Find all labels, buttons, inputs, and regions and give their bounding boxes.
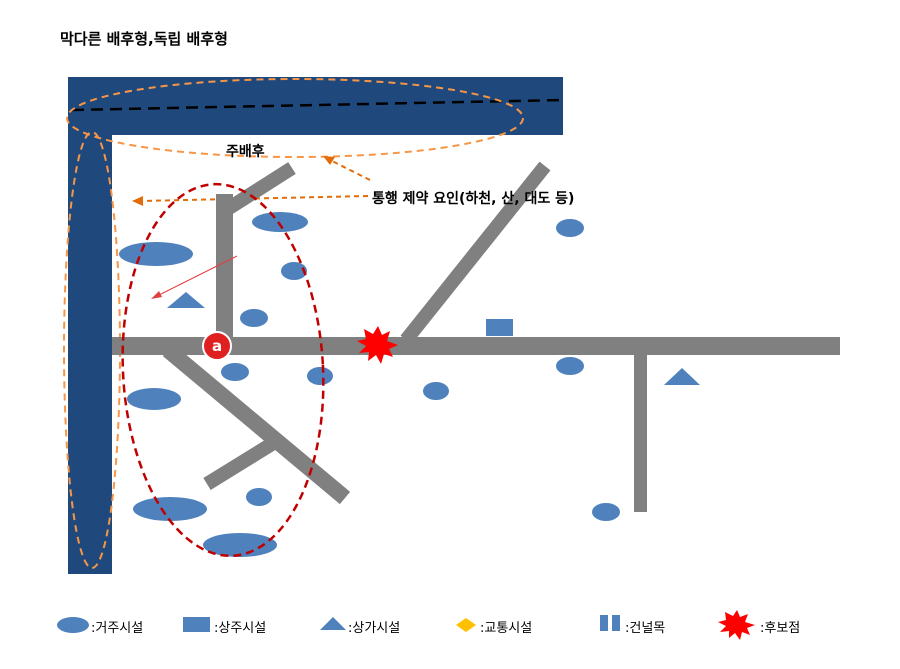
road-diagonal-sw xyxy=(162,343,351,505)
residential-facility xyxy=(592,503,620,521)
road-vertical-a xyxy=(216,194,233,340)
traffic-constraint-label: 통행 제약 요인(하천, 산, 대도 등) xyxy=(372,191,575,207)
commercial-facility xyxy=(664,368,700,385)
legend-candidate-label: :후보점 xyxy=(760,621,801,636)
legend-traffic-label: :교통시설 xyxy=(480,621,533,636)
residential-facility xyxy=(240,309,268,327)
barrier-top-outline xyxy=(66,78,524,158)
marker-a xyxy=(202,331,232,361)
legend-resident-label: :상주시설 xyxy=(214,621,267,636)
residential-facility xyxy=(127,388,181,410)
legend-crosswalk-label: :건널목 xyxy=(625,621,666,636)
residential-facility xyxy=(307,367,333,385)
residential-facility xyxy=(246,488,272,506)
residential-facility xyxy=(281,262,307,280)
legend-double-bar-icon xyxy=(600,615,608,631)
barrier-dashed-line xyxy=(71,98,563,112)
road-branch-lower xyxy=(203,436,279,490)
residential-facility xyxy=(252,212,308,232)
residential-facility xyxy=(423,382,449,400)
residential-facility xyxy=(556,357,584,375)
resident-facility xyxy=(486,319,513,336)
constraint-arrow-upper-head xyxy=(323,156,335,165)
barrier-top xyxy=(68,77,563,135)
road-diagonal-ne xyxy=(400,161,551,345)
constraint-arrow-left xyxy=(139,195,369,202)
red-arrow xyxy=(156,255,238,297)
trade-area-outline xyxy=(121,182,325,558)
legend-residential-label: :거주시설 xyxy=(91,621,144,636)
legend-starburst-icon xyxy=(718,610,755,640)
constraint-arrow-upper xyxy=(329,159,371,181)
barrier-left xyxy=(68,77,112,574)
residential-facility xyxy=(203,533,277,557)
legend-commercial-label: :상가시설 xyxy=(348,621,401,636)
residential-facility xyxy=(556,219,584,237)
main-hinterland-label: 주배후 xyxy=(226,144,265,160)
candidate-point-starburst xyxy=(357,326,398,364)
legend-rectangle-icon xyxy=(183,617,210,632)
legend-double-bar-icon xyxy=(612,615,620,631)
road-branch-upper xyxy=(222,162,296,216)
diagram-title: 막다른 배후형,독립 배후형 xyxy=(60,30,228,48)
constraint-arrow-left-head xyxy=(132,196,143,206)
commercial-facility xyxy=(167,292,205,308)
legend-triangle-icon xyxy=(320,617,346,630)
marker-a-label: a xyxy=(211,337,223,355)
road-main xyxy=(112,337,840,355)
red-arrow-head xyxy=(151,291,162,299)
residential-facility xyxy=(119,242,193,266)
residential-facility xyxy=(221,363,249,381)
residential-facility xyxy=(133,497,207,521)
road-vertical-right xyxy=(634,345,647,512)
legend-ellipse-icon xyxy=(57,617,89,633)
legend-diamond-icon xyxy=(456,618,476,632)
